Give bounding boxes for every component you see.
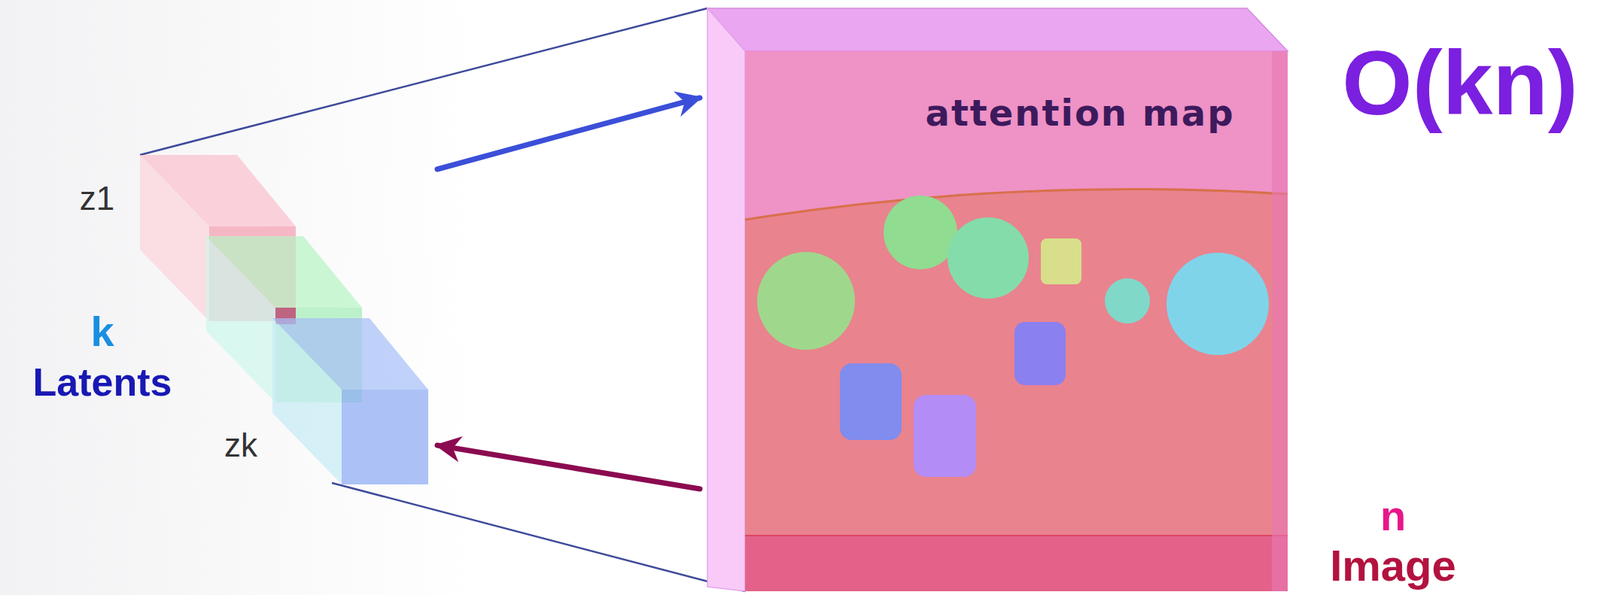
image-floor <box>745 535 1288 592</box>
complexity-label: O(kn) <box>1341 37 1578 128</box>
cube-face <box>341 389 429 485</box>
latents-label: Latents <box>33 362 173 402</box>
image-edge <box>745 535 1288 537</box>
query-arrow <box>437 97 700 170</box>
attention-map-box: attention map <box>705 6 1292 595</box>
image-region <box>745 188 1288 536</box>
projection-line <box>139 8 708 156</box>
projection-lines <box>139 8 746 592</box>
cube-face <box>272 318 342 485</box>
image-horizon <box>745 188 1288 220</box>
scene-sphere <box>1104 278 1150 324</box>
cube-face <box>745 51 1288 592</box>
scene-cylinder <box>913 395 977 478</box>
scene-cube <box>1040 238 1082 285</box>
projection-line <box>331 483 746 592</box>
scene-sphere <box>883 195 958 270</box>
scene-objects <box>757 195 1269 478</box>
latent-count: k <box>90 310 114 353</box>
cube-face <box>139 155 210 322</box>
scene-sphere <box>1166 252 1269 356</box>
scene-sphere <box>757 252 855 350</box>
latent-label: zk <box>224 428 258 463</box>
image-label: Image <box>1329 544 1457 588</box>
attention-map-cube <box>707 8 1288 592</box>
attention-map-label: attention map <box>924 94 1235 131</box>
cube-face <box>707 8 746 592</box>
cube-shade <box>1271 51 1288 592</box>
latent-cube <box>272 318 429 485</box>
scene-cylinder <box>1014 322 1066 386</box>
update-arrow <box>437 445 700 490</box>
scene-cylinder <box>839 363 902 441</box>
scene-sphere <box>947 217 1029 299</box>
cube-face <box>707 8 1288 52</box>
image-size-label: n <box>1380 495 1406 538</box>
latent-label: z1 <box>79 182 115 216</box>
cube-face <box>206 236 276 403</box>
latent-stack: kLatents <box>11 146 433 490</box>
